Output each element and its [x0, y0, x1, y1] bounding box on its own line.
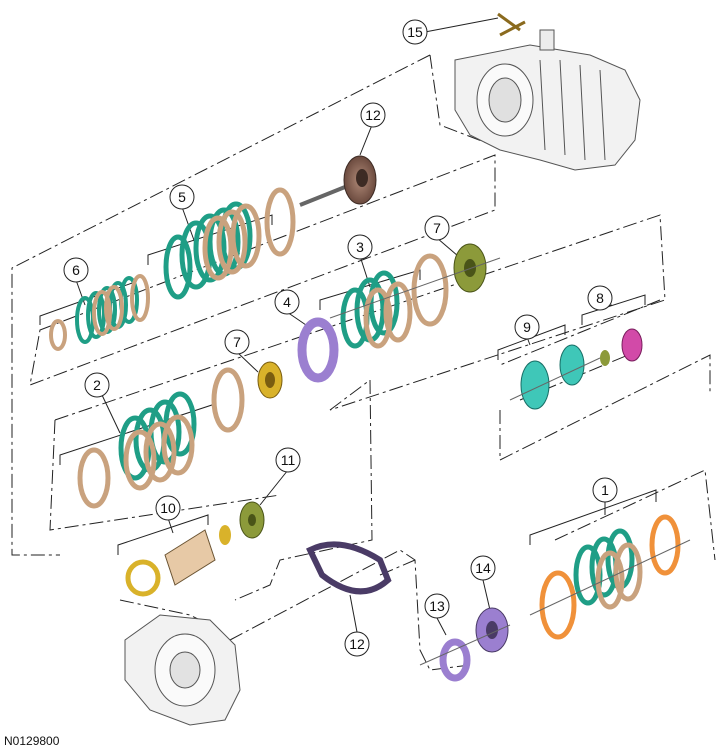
- pin-bolt: [497, 12, 526, 37]
- svg-text:2: 2: [93, 377, 101, 393]
- axis-line-1: [529, 539, 691, 616]
- callout-1: 1: [592, 477, 618, 503]
- axis-line-7: [329, 257, 501, 319]
- drum-assembly-10: [125, 525, 231, 597]
- axis-line-13-15: [419, 624, 511, 666]
- output-hub-pink: [600, 328, 643, 366]
- planetary-carrier-9: [509, 344, 601, 410]
- svg-text:12: 12: [365, 107, 381, 123]
- callout-14: 12: [344, 631, 370, 657]
- callout-8: 8: [587, 285, 613, 311]
- svg-text:12: 12: [349, 636, 365, 652]
- svg-text:13: 13: [429, 598, 445, 614]
- callout-7-upper: 7: [424, 215, 450, 241]
- sprocket-15: [475, 607, 509, 653]
- callout-6: 6: [63, 257, 89, 283]
- callout-2: 2: [84, 372, 110, 398]
- callout-11: 11: [275, 447, 301, 473]
- callout-12: 12: [360, 102, 386, 128]
- piston-4: [297, 317, 339, 383]
- svg-text:1: 1: [601, 482, 609, 498]
- transmission-case-rear: [454, 29, 641, 171]
- svg-text:3: 3: [356, 239, 364, 255]
- clutch-pack-1: [539, 514, 681, 640]
- gear-11: [239, 501, 265, 539]
- svg-text:7: 7: [233, 334, 241, 350]
- sprocket-13: [439, 638, 471, 682]
- callout-13: 13: [424, 593, 450, 619]
- svg-text:7: 7: [433, 220, 441, 236]
- clutch-pack-2: [77, 367, 245, 509]
- input-shaft-drum: [299, 155, 377, 207]
- svg-text:11: 11: [281, 452, 296, 468]
- svg-text:15: 15: [407, 24, 423, 40]
- transmission-case-front: [124, 614, 241, 726]
- callout-3: 3: [347, 234, 373, 260]
- clutch-pack-5: [163, 187, 296, 300]
- svg-text:14: 14: [475, 560, 491, 576]
- clutch-pack-6: [49, 274, 150, 351]
- callout-16: 15: [402, 19, 428, 45]
- svg-text:4: 4: [283, 294, 291, 310]
- svg-text:5: 5: [178, 189, 186, 205]
- svg-text:10: 10: [160, 500, 176, 516]
- drive-chain: [306, 541, 392, 595]
- svg-text:6: 6: [72, 262, 80, 278]
- callouts: 15 12 5 7 3 6 8 4 9 7 2 11 1 10 14 13 12: [63, 19, 618, 657]
- clutch-pack-3: [340, 253, 449, 349]
- svg-text:9: 9: [523, 319, 531, 335]
- sun-gear-olive: [453, 243, 487, 293]
- callout-9: 9: [514, 314, 540, 340]
- callout-4: 4: [274, 289, 300, 315]
- callout-15: 14: [470, 555, 496, 581]
- callout-7-lower: 7: [224, 329, 250, 355]
- callout-10: 10: [155, 495, 181, 521]
- figure-id: N0129800: [4, 734, 60, 748]
- svg-text:8: 8: [596, 290, 604, 306]
- clutch-hub-gold: [257, 361, 283, 399]
- callout-5: 5: [169, 184, 195, 210]
